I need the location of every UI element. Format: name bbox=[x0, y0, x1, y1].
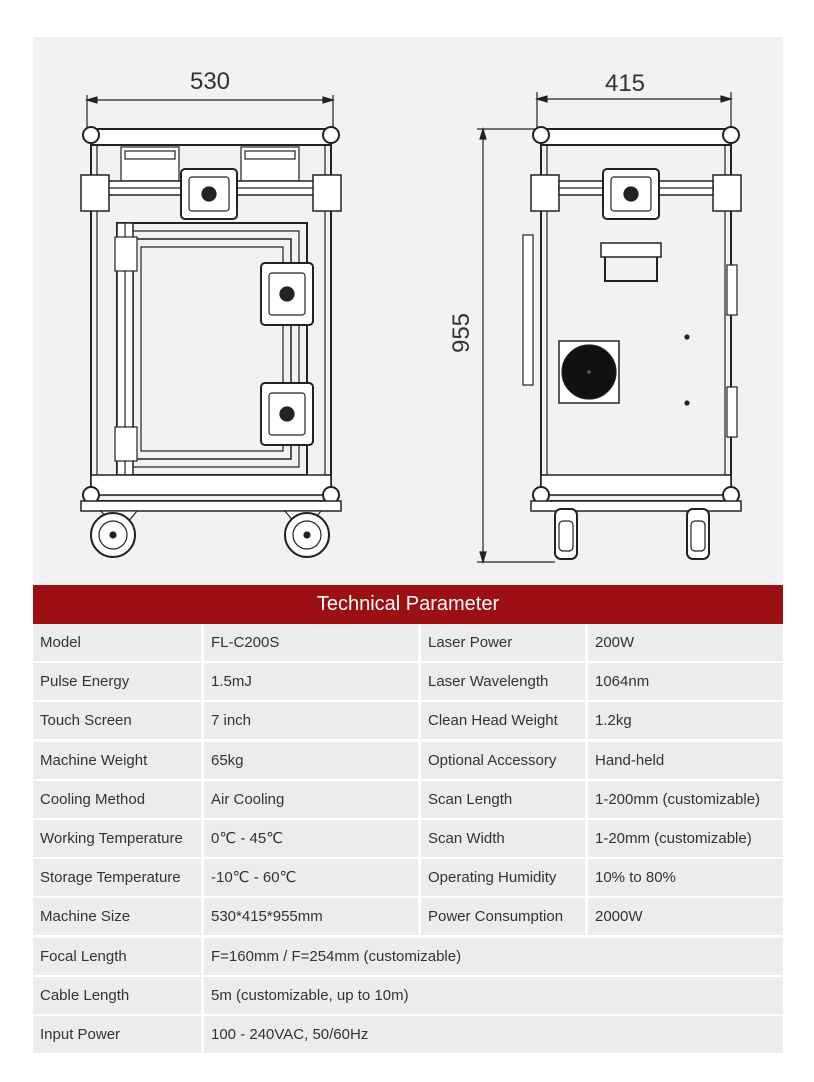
dim-height-label: 955 bbox=[448, 313, 475, 353]
param-label: Touch Screen bbox=[33, 702, 201, 740]
param-value: 1064nm bbox=[588, 663, 783, 701]
param-value: 1.2kg bbox=[588, 702, 783, 740]
param-label: Storage Temperature bbox=[33, 859, 201, 897]
param-value: 5m (customizable, up to 10m) bbox=[204, 976, 783, 1014]
param-value: -10℃ - 60℃ bbox=[204, 859, 418, 897]
param-value: Hand-held bbox=[588, 741, 783, 779]
param-value: 0℃ - 45℃ bbox=[204, 820, 418, 857]
param-label: Model bbox=[33, 624, 201, 661]
param-value: 1-200mm (customizable) bbox=[588, 780, 783, 818]
cart-drawing-svg: 530 415 955 bbox=[80, 68, 742, 565]
param-label: Machine Size bbox=[33, 898, 201, 936]
param-value: Air Cooling bbox=[204, 780, 418, 818]
param-label: Input Power bbox=[33, 1016, 201, 1053]
param-label: Scan Length bbox=[421, 780, 585, 818]
param-value: 2000W bbox=[588, 898, 783, 936]
param-label: Cable Length bbox=[33, 976, 201, 1014]
param-value: F=160mm / F=254mm (customizable) bbox=[204, 937, 783, 975]
param-label: Machine Weight bbox=[33, 741, 201, 779]
param-label: Working Temperature bbox=[33, 820, 201, 857]
param-value: 10% to 80% bbox=[588, 859, 783, 897]
param-value: 530*415*955mm bbox=[204, 898, 418, 936]
table-title: Technical Parameter bbox=[33, 585, 783, 624]
param-label: Optional Accessory bbox=[421, 741, 585, 779]
param-value: 65kg bbox=[204, 741, 418, 779]
dim-width-label: 530 bbox=[190, 68, 230, 95]
param-value: 1-20mm (customizable) bbox=[588, 820, 783, 857]
param-label: Cooling Method bbox=[33, 780, 201, 818]
param-label: Clean Head Weight bbox=[421, 702, 585, 740]
param-label: Scan Width bbox=[421, 820, 585, 857]
technical-drawing: 530 415 955 bbox=[33, 37, 783, 585]
param-label: Operating Humidity bbox=[421, 859, 585, 897]
param-label: Focal Length bbox=[33, 937, 201, 975]
param-value: 200W bbox=[588, 624, 783, 661]
param-value: 1.5mJ bbox=[204, 663, 418, 701]
param-value: 100 - 240VAC, 50/60Hz bbox=[204, 1016, 783, 1053]
param-label: Power Consumption bbox=[421, 898, 585, 936]
dim-depth-label: 415 bbox=[605, 70, 645, 97]
param-label: Laser Wavelength bbox=[421, 663, 585, 701]
param-label: Pulse Energy bbox=[33, 663, 201, 701]
param-label: Laser Power bbox=[421, 624, 585, 661]
param-value: FL-C200S bbox=[204, 624, 418, 661]
param-value: 7 inch bbox=[204, 702, 418, 740]
